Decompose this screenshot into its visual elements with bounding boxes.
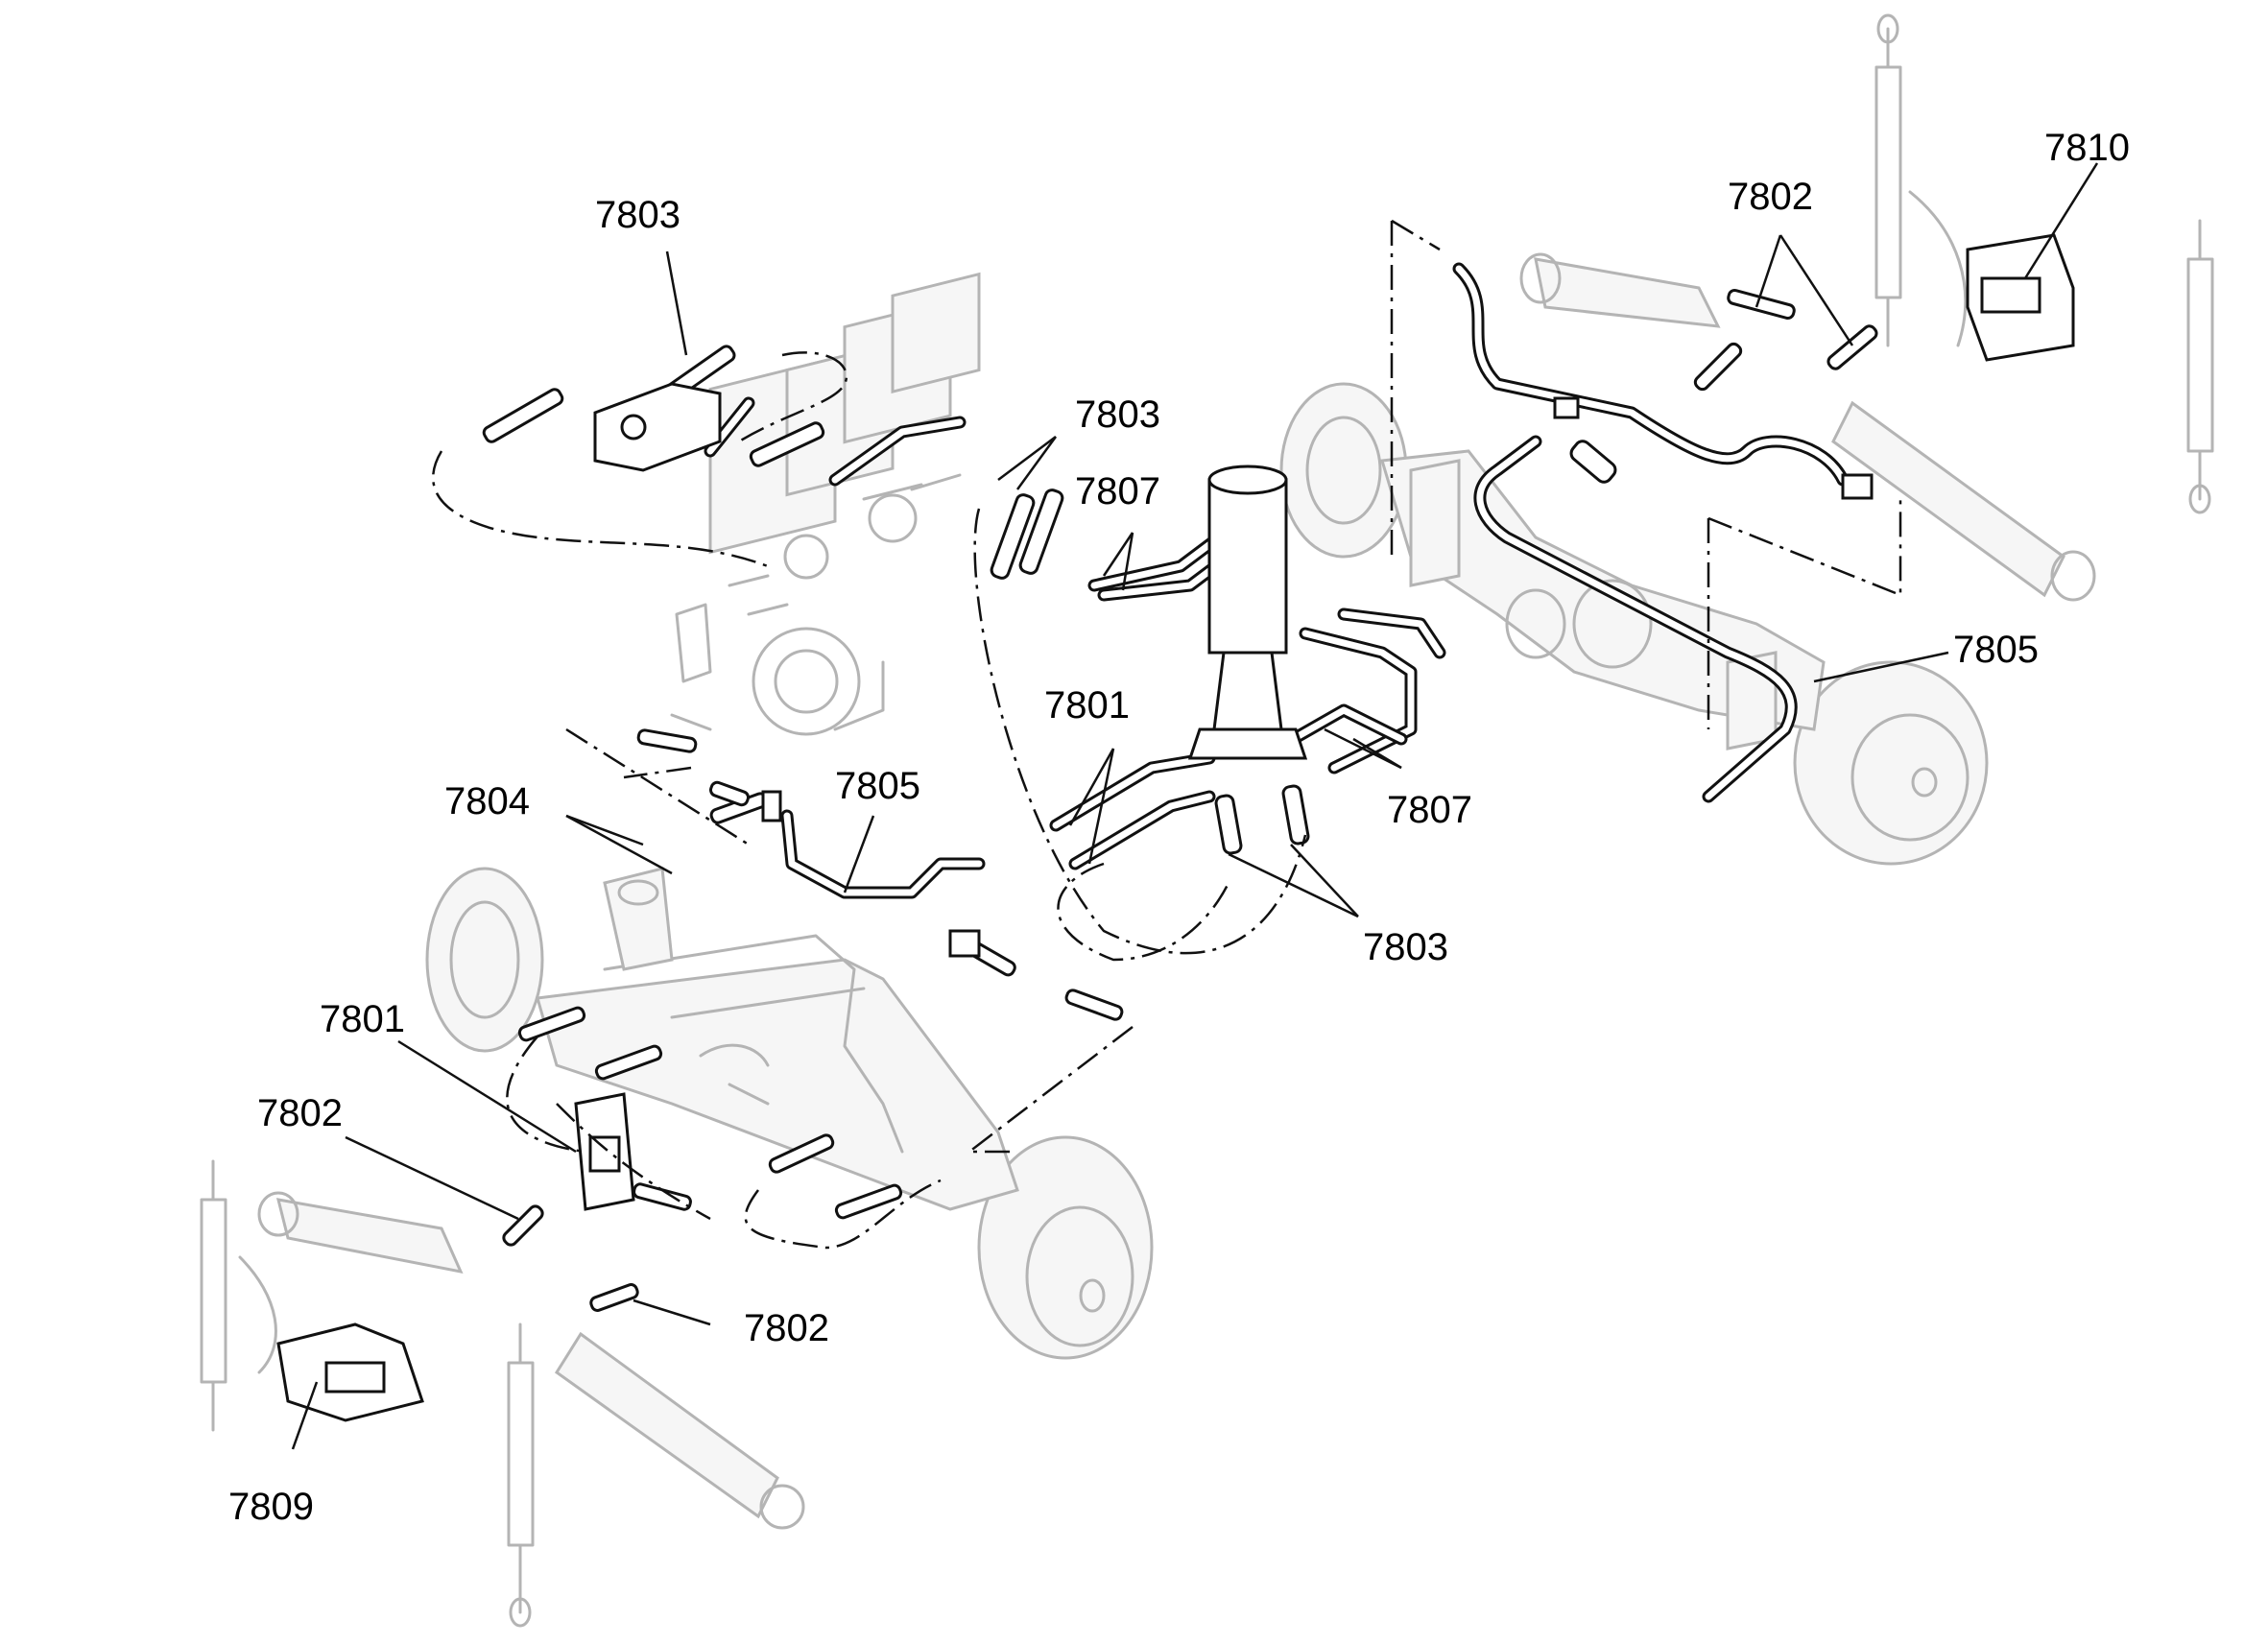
- callout-labels: 7803 7803 7803 7807 7807 7801 7801 7805 …: [228, 127, 2130, 1528]
- suspension-struts: [200, 13, 2214, 1628]
- callout-7807: 7807: [1075, 470, 1160, 512]
- leader-lines: [291, 162, 2099, 1450]
- callout-7803: 7803: [1075, 393, 1160, 436]
- callout-7804: 7804: [444, 780, 530, 822]
- callout-7802: 7802: [257, 1092, 343, 1134]
- routing-lines: [431, 219, 1902, 1250]
- callout-7805: 7805: [835, 765, 920, 807]
- callout-7805: 7805: [1953, 629, 2039, 671]
- steering-cylinders: [257, 252, 2096, 1530]
- callout-7809: 7809: [228, 1486, 314, 1528]
- callout-7803: 7803: [1363, 926, 1448, 968]
- callout-7803: 7803: [595, 194, 680, 236]
- callout-7802: 7802: [744, 1307, 829, 1349]
- callout-7802: 7802: [1728, 176, 1813, 218]
- braided-hoses: [482, 289, 1878, 1312]
- front-axle: [425, 867, 1154, 1360]
- callout-7807: 7807: [1387, 789, 1472, 831]
- rigid-pipes: [704, 262, 1850, 899]
- valve-blocks: [276, 233, 2075, 1422]
- callout-7801: 7801: [320, 998, 405, 1040]
- callout-7801: 7801: [1044, 684, 1130, 727]
- callout-7810: 7810: [2044, 127, 2130, 169]
- pump-assembly: [670, 272, 981, 736]
